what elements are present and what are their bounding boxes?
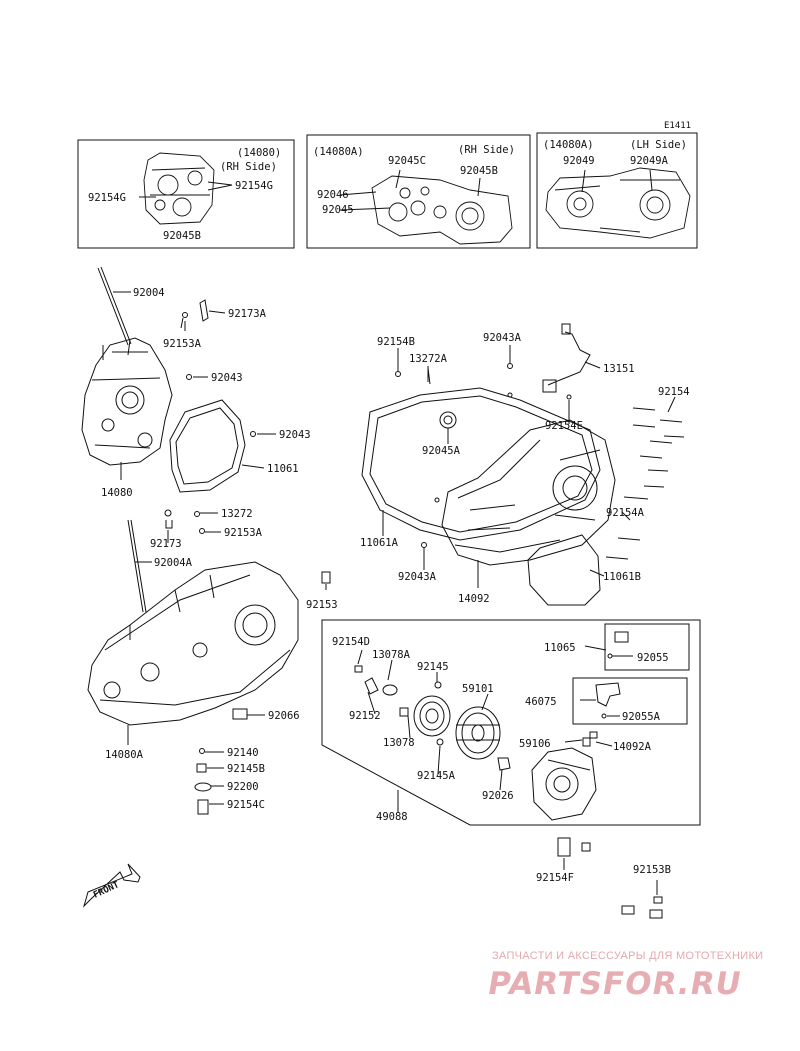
callout-92066: 92066 [268,710,300,722]
callout-92154A: 92154A [606,507,645,519]
callout-92154E: 92154E [545,420,583,432]
inset-mid-ref: (14080A) [313,146,364,158]
stud-92004 [97,266,132,346]
callout-92154C: 92154C [227,799,265,811]
plug-92066 [232,708,248,720]
bolt-92154F [557,837,571,857]
inset-box-lh [536,132,698,249]
callout-92154: 92154 [658,386,690,398]
callout-92045A: 92045A [422,445,461,457]
bolt-92153 [321,571,331,584]
callout-92004: 92004 [133,287,165,299]
callout-92153: 92153 [306,599,338,611]
inset-mid-side: (RH Side) [458,144,515,156]
callout-13272A: 13272A [409,353,448,365]
inset-crankcase-rh [143,152,215,225]
callout-13078A: 13078A [372,649,411,661]
callout-92145A: 92145A [417,770,456,782]
callout-11061B: 11061B [603,571,641,583]
starter-case-14092A [531,747,597,821]
callout-92153A-b: 92153A [224,527,263,539]
inset-lh-side: (LH Side) [630,139,687,151]
crankcase-14080 [81,337,173,466]
inset-mid-part-4: 92045 [322,204,354,216]
callout-46075: 46075 [525,696,557,708]
inset-mid-part-1: 92045C [388,155,426,167]
inset-crankcase-mid [371,175,513,245]
callout-92140: 92140 [227,747,259,759]
inset-box-mid [306,134,531,249]
inset-mid-part-2: 92045B [460,165,498,177]
reel-59101 [455,706,501,760]
callout-92145: 92145 [417,661,449,673]
callout-14092: 14092 [458,593,490,605]
callout-92145B: 92145B [227,763,265,775]
switch-46075 [595,682,621,707]
callout-59101: 59101 [462,683,494,695]
callout-11065: 11065 [544,642,576,654]
bolts-92154 [623,407,685,500]
callout-49088: 49088 [376,811,408,823]
callout-92154D: 92154D [332,636,370,648]
front-arrow [82,863,141,908]
stud-92004A [127,519,147,613]
callout-92043-b: 92043 [279,429,311,441]
dowel-92173A [199,299,209,322]
inset-crankcase-lh [545,167,691,239]
callout-92004A: 92004A [154,557,193,569]
bolt-92153A [182,312,188,318]
gasket-11061 [169,399,246,493]
callout-13151: 13151 [603,363,635,375]
callout-92154F: 92154F [536,872,574,884]
callout-92200: 92200 [227,781,259,793]
callout-59106: 59106 [519,738,551,750]
callout-14092A: 14092A [613,741,652,753]
front-label: FRONT [92,880,121,901]
callout-14080A: 14080A [105,749,144,761]
inset-mid-part-3: 92046 [317,189,349,201]
inset-rh-ref: (14080) [237,147,281,159]
callout-13078: 13078 [383,737,415,749]
cover-14092 [441,419,616,566]
watermark-logo: PARTSFOR.RU [484,966,745,1002]
diagram-code: E1411 [664,121,691,131]
inset-lh-part-1: 92049 [563,155,595,167]
callout-92043A-b: 92043A [398,571,437,583]
callout-92152: 92152 [349,710,381,722]
inset-rh-part-3: 92045B [163,230,201,242]
sensor-13151 [547,331,591,386]
callout-92055A: 92055A [622,711,661,723]
crankcase-14080A [87,561,299,726]
watermark-tagline: ЗАПЧАСТИ И АКСЕССУАРЫ ДЛЯ МОТОТЕХНИКИ [492,950,764,962]
callout-92043-a: 92043 [211,372,243,384]
watermark: ЗАПЧАСТИ И АКСЕССУАРЫ ДЛЯ МОТОТЕХНИКИ PA… [470,950,800,1010]
gasket-11061A [361,387,601,541]
callout-11061: 11061 [267,463,299,475]
inset-rh-part-2: 92154G [88,192,126,204]
gasket-11061B [527,534,601,606]
recoil-spring-13078 [413,695,451,737]
callout-92154B: 92154B [377,336,415,348]
callout-92173A: 92173A [228,308,267,320]
callout-92153B: 92153B [633,864,671,876]
callout-92153A: 92153A [163,338,202,350]
inset-rh-side: (RH Side) [220,161,277,173]
callout-92173: 92173 [150,538,182,550]
callout-92026: 92026 [482,790,514,802]
inset-box-rh [77,139,295,249]
inset-lh-ref: (14080A) [543,139,594,151]
kit-box-49088 [321,619,701,826]
cap-92045A [439,411,457,429]
bolts-92153B [621,896,663,919]
callout-92055: 92055 [637,652,669,664]
callout-14080: 14080 [101,487,133,499]
callout-92043A: 92043A [483,332,522,344]
inset-rh-part-1: 92154G [235,180,273,192]
callout-11061A: 11061A [360,537,399,549]
callout-13272: 13272 [221,508,253,520]
inset-lh-part-2: 92049A [630,155,669,167]
